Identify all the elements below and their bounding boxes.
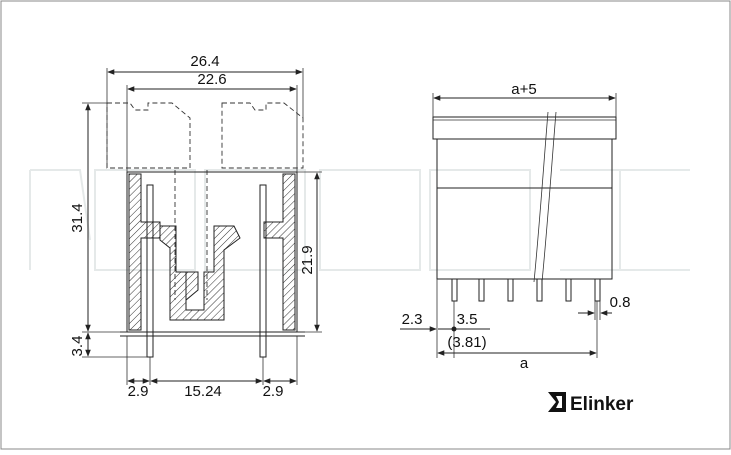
dim-pitch: 3.5 [457, 311, 478, 328]
center-latch [185, 271, 199, 302]
dim-inner-width: 22.6 [197, 71, 226, 88]
left-side-view: 26.4 22.6 31.4 3.4 21.9 2.9 15.24 2.9 [69, 53, 322, 400]
dim-overall-width: 26.4 [190, 53, 219, 70]
body-outline [436, 138, 613, 280]
elinker-logo-icon [548, 392, 566, 412]
dim-right-offset: 2.9 [263, 383, 284, 400]
dim-offset: 2.3 [402, 311, 423, 328]
elinker-watermark [29, 169, 690, 271]
brand-name: Elinker [570, 394, 634, 415]
pin-row [451, 278, 601, 302]
dim-pin-width: 0.8 [610, 294, 631, 311]
front-view: a+5 2.3 3.5 (3.81) 0.8 a [400, 81, 630, 372]
right-wall-section [263, 173, 296, 331]
right-plug-outline [221, 102, 304, 169]
dim-left-offset: 2.9 [128, 383, 149, 400]
dim-pitch-span: 15.24 [184, 383, 222, 400]
dim-pitch-alt: (3.81) [447, 334, 486, 351]
dim-height-body: 21.9 [299, 245, 316, 274]
center-section [159, 225, 241, 321]
dim-bottom-length: a [520, 355, 529, 372]
brand-logo: Elinker [548, 392, 634, 415]
dim-top-length: a+5 [511, 81, 536, 98]
dim-height-total: 31.4 [69, 203, 86, 232]
left-plug-outline [106, 102, 191, 169]
left-wall-section [128, 173, 161, 331]
dim-pin-below: 3.4 [69, 336, 86, 357]
